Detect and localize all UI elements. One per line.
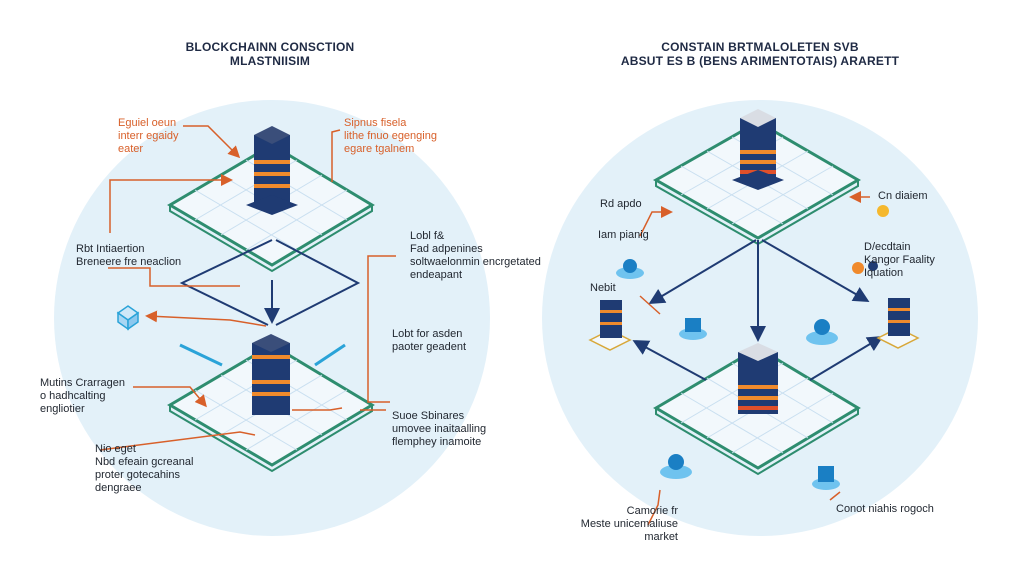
right-node-icon-1 <box>616 259 644 279</box>
left-label-bottom-left-bottom: Nio eget Nbd efeain gcreanal proter gote… <box>95 443 194 494</box>
right-label-bottom-mid: Camorie fr Meste unicemaliuse market <box>580 505 678 543</box>
left-cube-icon <box>116 305 140 331</box>
left-label-bottom-left-top: Mutins Crarragen o hadhcalting engliotie… <box>40 377 125 415</box>
left-callout-lines <box>99 125 396 451</box>
left-title: BLOCKCHAINN CONSCTION MLASTNIISIM <box>150 40 390 68</box>
right-left-small-server <box>588 300 632 351</box>
right-right-small-server <box>876 298 920 349</box>
left-bottom-server-tower <box>252 334 290 415</box>
right-label-node-c: Nebit <box>590 282 616 294</box>
right-label-mid-right: D/ecdtain Kangor Faality Iquation <box>864 241 935 279</box>
left-label-mid-right-bottom: Lobt for asden paoter geadent <box>392 328 467 353</box>
right-title-line-1: CONSTAIN BRTMALOLETEN SVB <box>661 40 859 54</box>
right-node-icon-2 <box>679 318 707 340</box>
left-title-line-2: MLASTNIISIM <box>229 54 311 68</box>
right-label-top-right: Cn diaiem <box>878 190 928 202</box>
left-flow-diamond <box>179 239 361 367</box>
left-label-mid-right-top: Lobl f& Fad adpenines soltwaelonmin encr… <box>410 230 541 281</box>
right-node-icon-4 <box>660 454 692 479</box>
left-label-mid-left: Rbt Intiaertion Breneere fre neaclion <box>76 243 182 268</box>
right-callout-lines <box>639 191 870 526</box>
right-top-server-tower <box>732 109 784 190</box>
left-label-top-left: Eguiel oeun interr egaidy eater <box>118 117 179 155</box>
left-title-line-1: BLOCKCHAINN CONSCTION <box>185 40 355 54</box>
right-bottom-server-tower <box>738 343 778 414</box>
right-label-bottom-right: Conot niahis rogoch <box>836 503 934 515</box>
right-node-icon-3 <box>806 319 838 345</box>
right-coin-icons <box>852 205 889 274</box>
left-top-server-tower <box>246 126 298 215</box>
right-label-node-a: Rd apdo <box>600 198 642 210</box>
right-title: CONSTAIN BRTMALOLETEN SVB ABSUT ES B (BE… <box>560 40 960 68</box>
left-label-top-right: Sipnus fisela lithe fnuo egenging egare … <box>344 117 437 155</box>
right-flow-lines <box>632 239 884 381</box>
right-background-circle <box>542 100 978 536</box>
left-label-bottom-right: Suoe Sbinares umovee inaitaalling flemph… <box>392 410 487 448</box>
right-node-icon-5 <box>812 466 840 490</box>
right-title-line-2: ABSUT ES B (BENS ARIMENTOTAIS) ARARETT <box>620 54 900 68</box>
right-label-node-b: Iam pianig <box>598 229 649 241</box>
